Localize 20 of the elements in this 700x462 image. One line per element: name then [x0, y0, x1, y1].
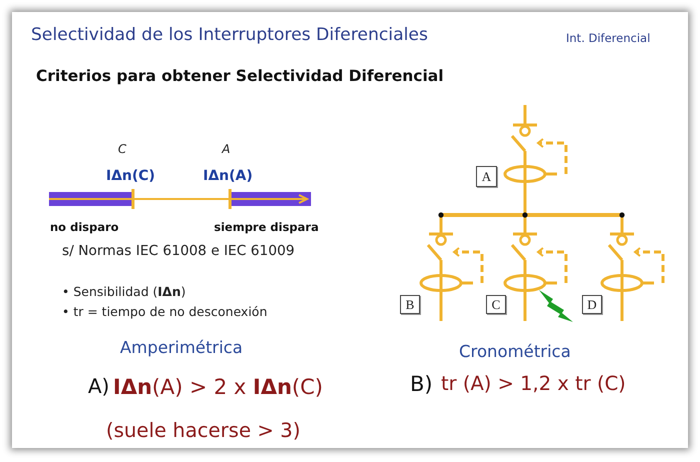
formula: IΔn(A) > 2 x IΔn(C): [113, 375, 323, 400]
bullet-item: • Sensibilidad (IΔn): [62, 285, 186, 300]
criterion-letter: A): [88, 375, 110, 398]
criterion-letter: B): [410, 372, 433, 396]
breaker-letter: A: [222, 143, 230, 157]
switch-tag: B: [400, 295, 420, 314]
section-tag: Int. Diferencial: [566, 32, 650, 46]
slide-title: Selectividad de los Interruptores Diferenciales: [31, 26, 428, 46]
zone-label: siempre dispara: [214, 221, 319, 234]
zone-label: no disparo: [50, 221, 119, 234]
note: (suele hacerse > 3): [106, 420, 300, 443]
method-heading: Cronométrica: [459, 343, 571, 362]
method-heading: Amperimétrica: [120, 339, 243, 358]
standard-note: s/ Normas IEC 61008 e IEC 61009: [62, 244, 295, 260]
threshold-label: IΔn(C): [106, 168, 156, 184]
subtitle: Criterios para obtener Selectividad Diferencial: [36, 68, 444, 86]
formula: tr (A) > 1,2 x tr (C): [441, 373, 626, 396]
breaker-letter: C: [118, 143, 126, 157]
bullet-item: • tr = tiempo de no desconexión: [62, 305, 268, 320]
threshold-label: IΔn(A): [203, 168, 253, 184]
